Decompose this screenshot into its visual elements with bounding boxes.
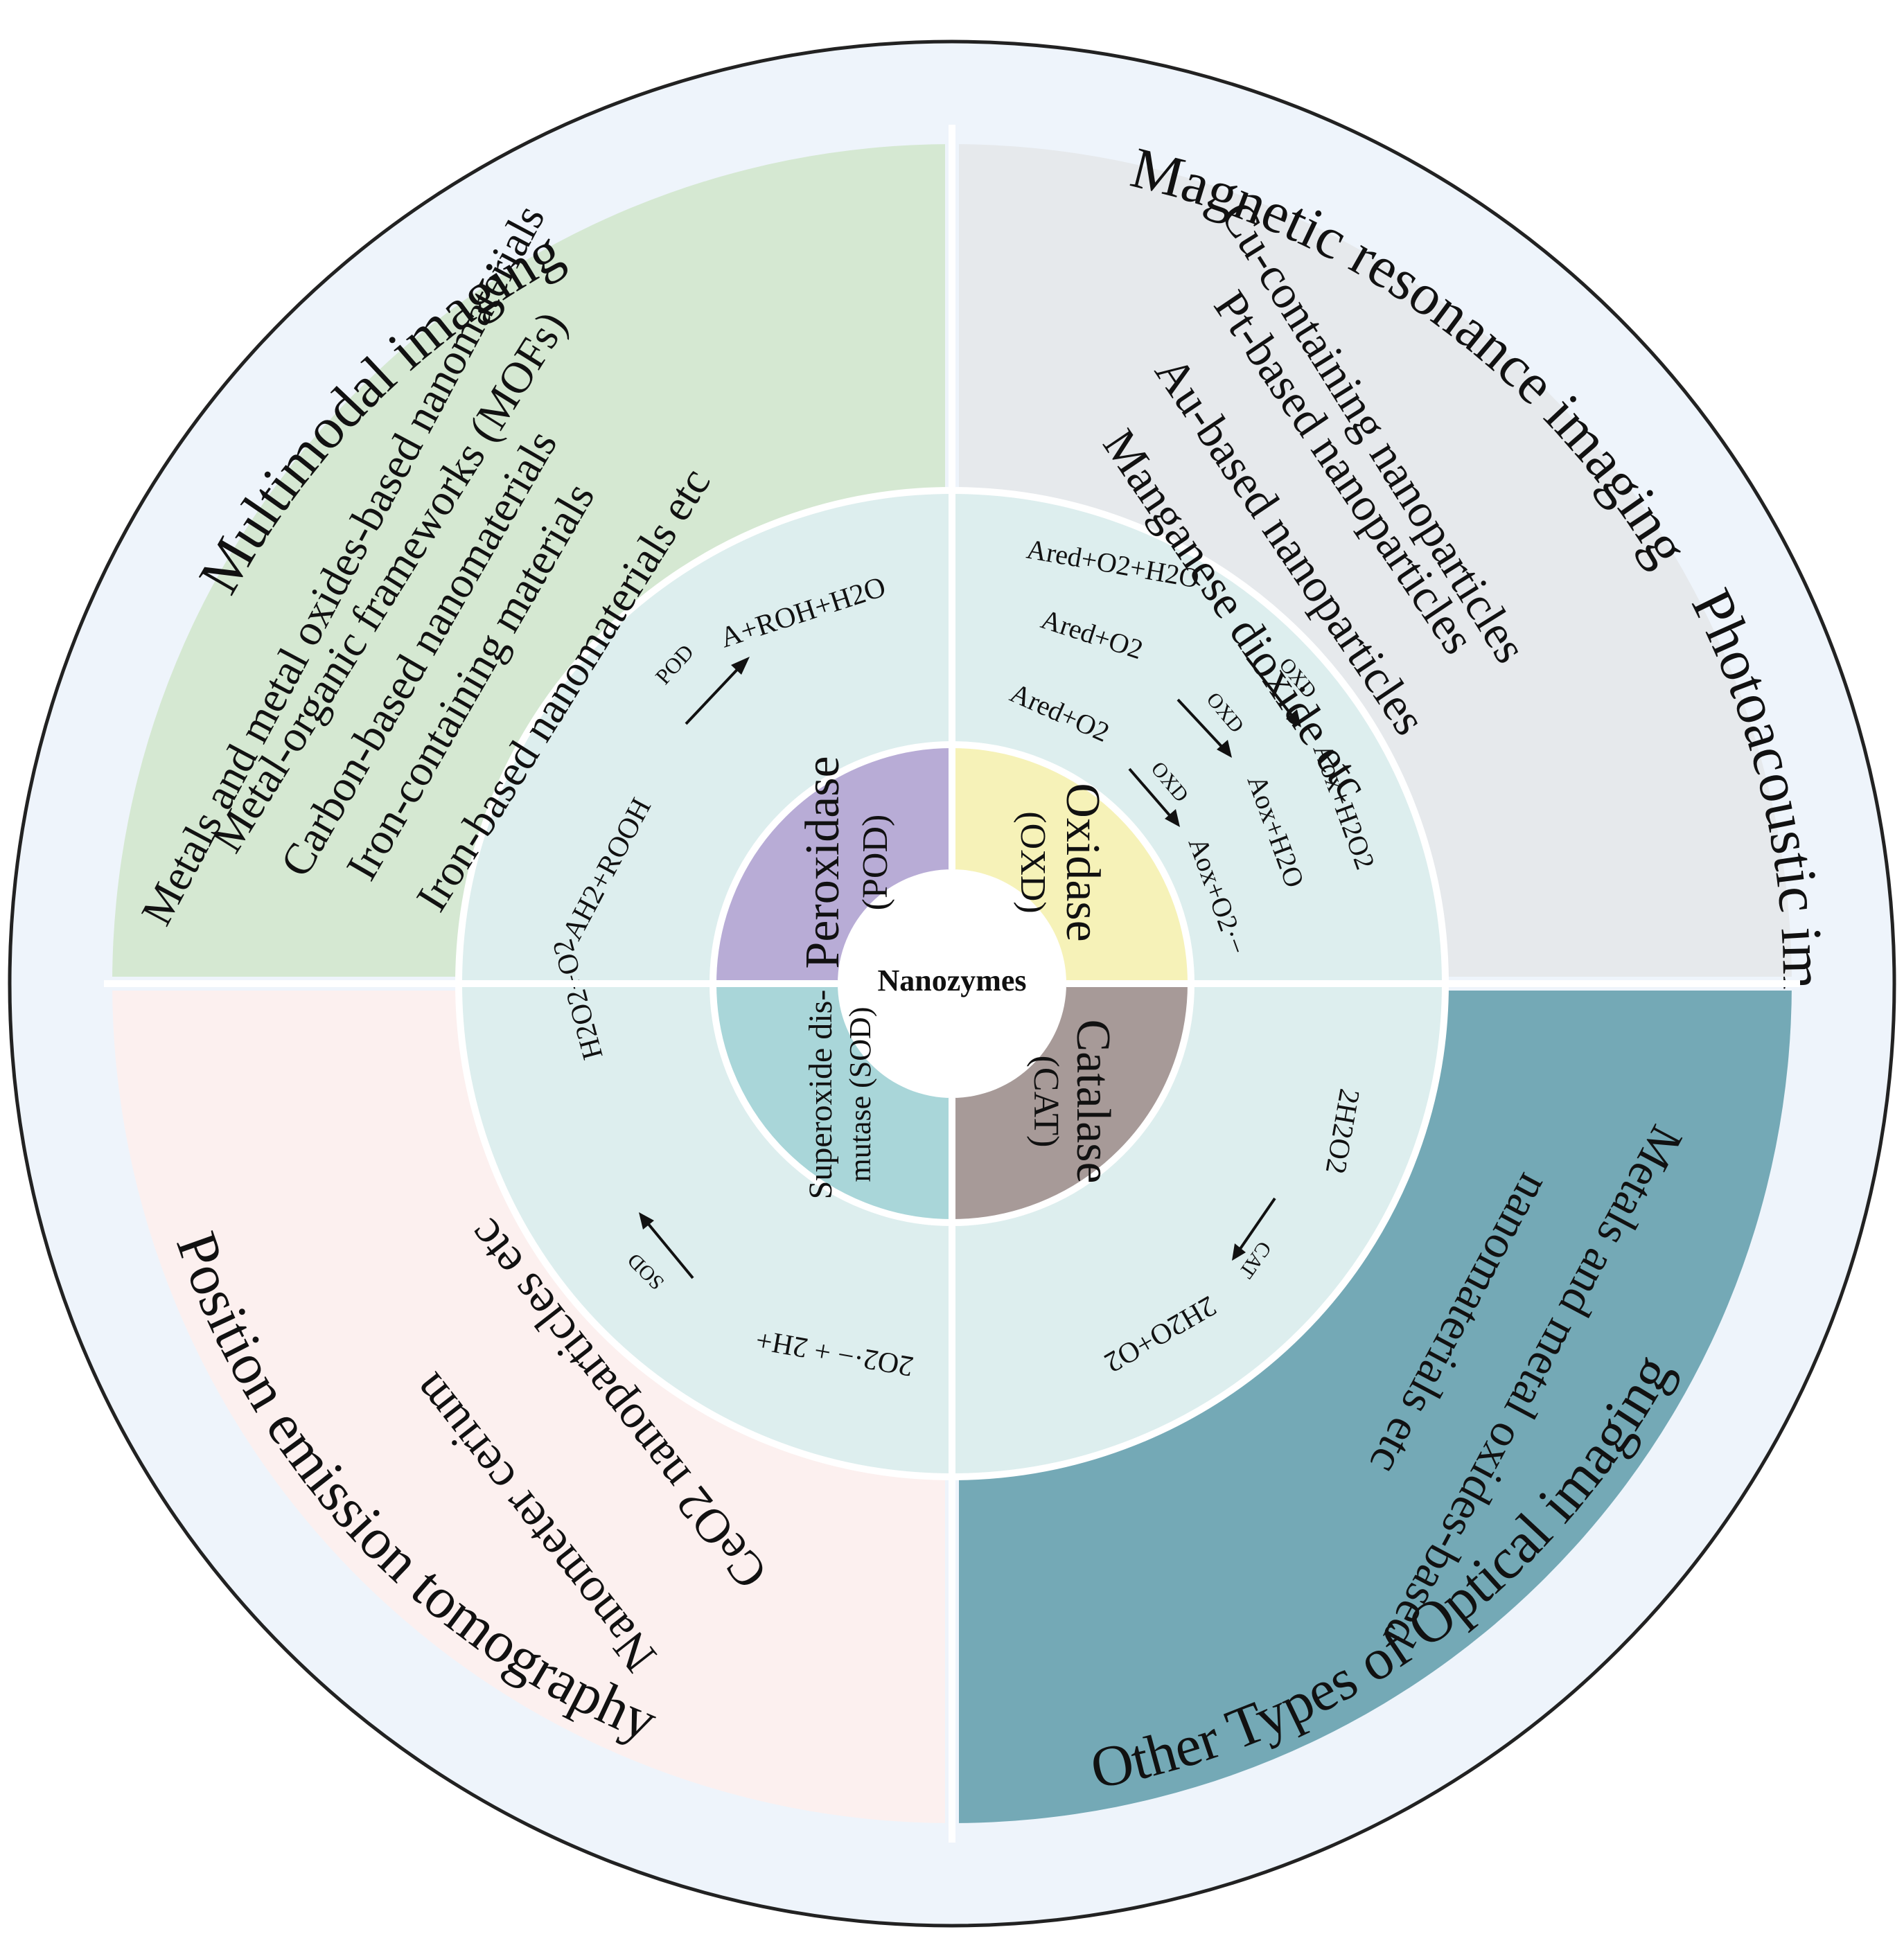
center-label: Nanozymes (877, 964, 1026, 997)
enzyme-oxd-name: Oxidase (1056, 783, 1109, 941)
enzyme-sod-name-line2: mutase (SOD) (843, 1007, 877, 1182)
enzyme-cat-abbr: (CAT) (1026, 1056, 1066, 1148)
enzyme-sod-name-line1: Superoxide dis- (802, 990, 839, 1200)
divider-lines (104, 125, 1800, 1843)
enzyme-pod-name: Peroxidase (796, 756, 849, 968)
enzyme-cat-name: Catalase (1066, 1019, 1120, 1183)
center-circle (838, 869, 1066, 1098)
enzyme-oxd-abbr: (OXD) (1013, 811, 1052, 913)
enzyme-pod-abbr: (POD) (856, 815, 895, 911)
